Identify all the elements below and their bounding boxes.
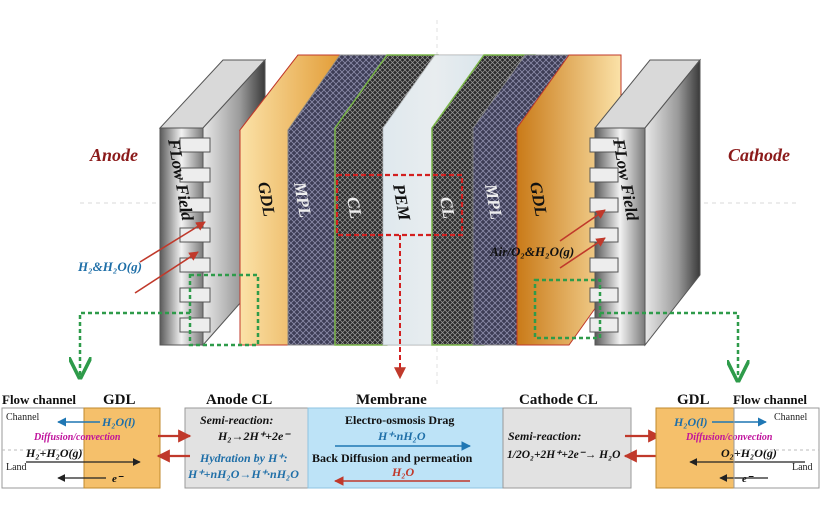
hydration-eq: H⁺+nH₂O→H⁺·nH₂O xyxy=(187,467,299,481)
land-left-label: Land xyxy=(6,462,27,473)
h2o-liquid-right: H₂O(l) xyxy=(673,415,708,429)
cl-pem-highlight-box xyxy=(335,173,464,237)
anode-zoom-pointer xyxy=(80,311,190,375)
membrane-header: Membrane xyxy=(356,392,427,408)
cathode-flow-field xyxy=(589,58,702,347)
anode-semi-eq: H₂→2H⁺+2e⁻ xyxy=(217,429,291,443)
cathode-semi-title: Semi-reaction: xyxy=(508,429,581,443)
cathode-cl-box xyxy=(502,407,632,489)
hydration-title: Hydration by H⁺: xyxy=(199,451,288,465)
anode-cl-header: Anode CL xyxy=(206,392,272,408)
anode-label: Anode xyxy=(89,145,138,165)
cathode-semi-eq: 1/2O₂+2H⁺+2e⁻→ H₂O xyxy=(507,449,620,461)
cathode-label: Cathode xyxy=(728,145,790,165)
right-channel-area xyxy=(733,407,820,489)
anode-semi-title: Semi-reaction: xyxy=(200,413,273,427)
anode-feed-arrow xyxy=(134,251,199,294)
back-diffusion-label: Back Diffusion and permeation xyxy=(312,451,473,465)
h2o-liquid-left: H₂O(l) xyxy=(101,415,136,429)
electron-left-label: e⁻ xyxy=(112,473,124,485)
cathode-cl-header: Cathode CL xyxy=(519,392,598,408)
right-gdl-header: GDL xyxy=(677,392,710,408)
right-flow-channel-header: Flow channel xyxy=(733,392,807,407)
h2-h2o-g-label: H₂+H₂O(g) xyxy=(25,446,83,460)
back-species: H₂O xyxy=(391,465,415,479)
eod-title: Electro-osmosis Drag xyxy=(345,413,454,427)
left-gdl-header: GDL xyxy=(103,392,136,408)
anode-feed-label: H₂&H₂O(g) xyxy=(77,259,142,274)
cathode-feed-arrow xyxy=(559,209,606,242)
cl-left-label: CL xyxy=(343,195,365,220)
diffusion-right-label: Diffusion/convection xyxy=(685,432,773,443)
eod-species: H⁺·nH₂O xyxy=(377,429,426,443)
cathode-zoom-pointer xyxy=(600,311,738,378)
channel-left-label: Channel xyxy=(6,412,40,423)
o2-h2o-g-label: O₂+H₂O(g) xyxy=(721,446,777,460)
cl-right-label: CL xyxy=(436,195,458,220)
channel-right-label: Channel xyxy=(774,412,808,423)
anode-cl-box xyxy=(184,407,309,489)
anode-feed-arrow xyxy=(139,221,206,263)
cathode-feed-arrow xyxy=(559,237,606,269)
electron-right-label: e⁻ xyxy=(742,473,754,485)
cathode-feed-label: Air/O₂&H₂O(g) xyxy=(489,244,574,259)
cathode-zoom-box xyxy=(533,278,602,340)
left-flow-channel-header: Flow channel xyxy=(2,392,76,407)
diffusion-left-label: Diffusion/convection xyxy=(33,432,121,443)
anode-zoom-box xyxy=(188,273,260,347)
land-right-label: Land xyxy=(792,462,813,473)
